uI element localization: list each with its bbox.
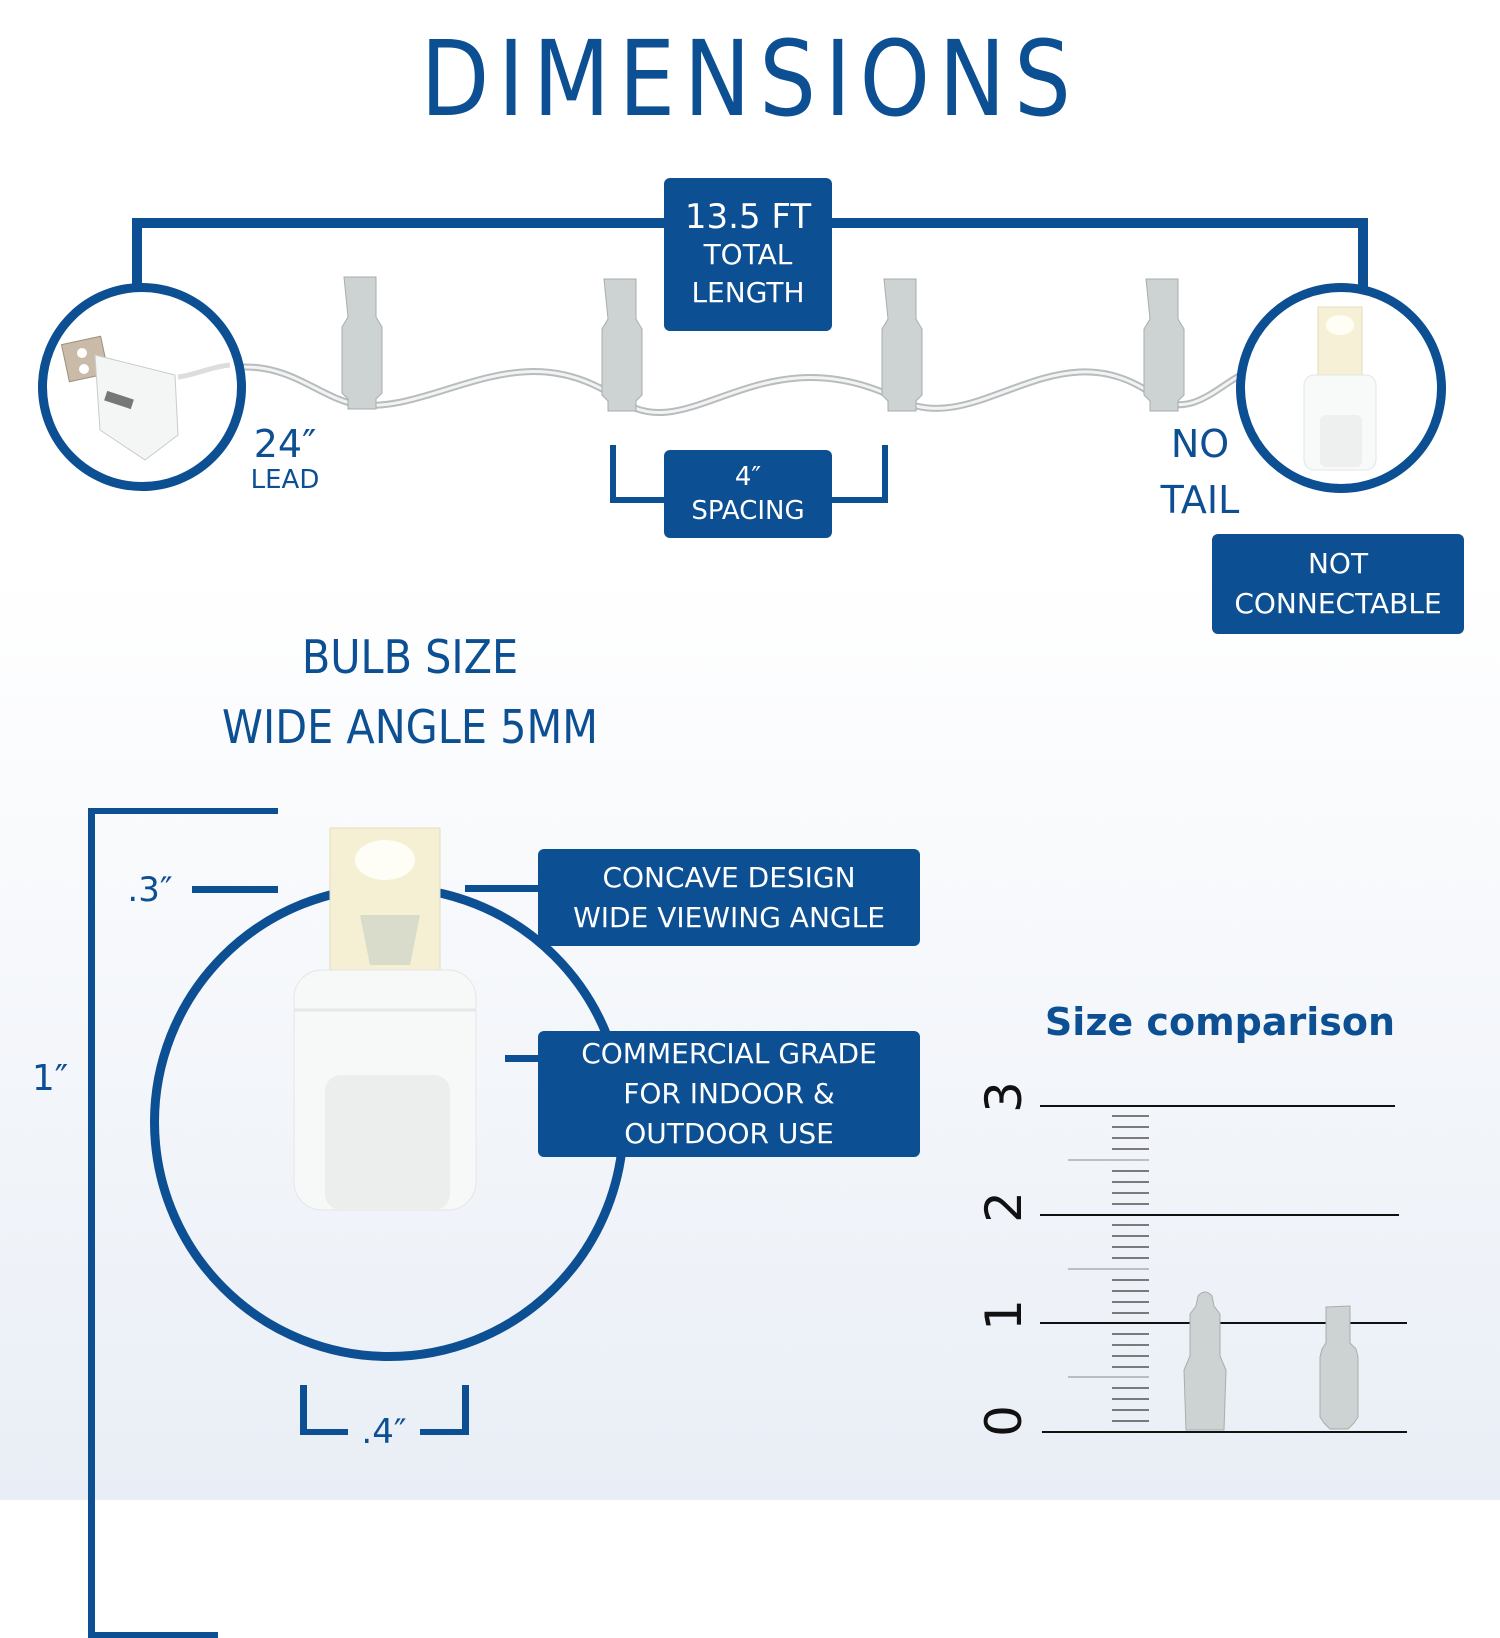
callout1-leader	[465, 885, 540, 892]
lens-dimension-line	[192, 886, 278, 893]
spacing-bracket-left	[610, 445, 616, 503]
spacing-badge: 4″ SPACING	[664, 450, 832, 538]
tail-label-line1: NO	[1170, 422, 1230, 466]
height-bracket-top	[88, 808, 278, 814]
callout2-line3: OUTDOOR USE	[624, 1117, 834, 1150]
concave-design-callout: CONCAVE DESIGN WIDE VIEWING ANGLE	[538, 849, 920, 946]
ruler-line-0	[1042, 1431, 1407, 1433]
spacing-value: 4″	[734, 462, 762, 492]
height-bracket-bottom	[88, 1632, 218, 1638]
total-length-badge: 13.5 FT TOTAL LENGTH	[664, 178, 832, 331]
bulb-size-heading: BULB SIZE	[301, 630, 519, 684]
total-length-value: 13.5 FT	[684, 196, 812, 237]
commercial-grade-callout: COMMERCIAL GRADE FOR INDOOR & OUTDOOR US…	[538, 1031, 920, 1157]
comparison-bulb-mini-icon	[1183, 1291, 1227, 1431]
width-bracket-bottom-right	[420, 1429, 469, 1435]
tail-label-line2: TAIL	[1160, 478, 1240, 522]
plug-icon	[60, 335, 230, 461]
end-bulb-ring-stem	[1358, 270, 1368, 290]
axis-label-3: 3	[974, 1081, 1033, 1113]
spacing-label: SPACING	[691, 496, 805, 526]
comparison-bulb-5mm-icon	[1319, 1305, 1359, 1430]
height-dimension: 1″	[31, 1058, 69, 1099]
length-bracket-right	[1358, 218, 1368, 288]
callout1-line1: CONCAVE DESIGN	[602, 860, 856, 894]
callout1-line2: WIDE VIEWING ANGLE	[573, 900, 885, 934]
ruler-line-1	[1040, 1322, 1407, 1324]
not-connectable-line1: NOT	[1307, 547, 1369, 580]
lens-dimension: .3″	[127, 870, 173, 910]
size-comparison-title: Size comparison	[1044, 1000, 1396, 1044]
total-length-line1: TOTAL	[703, 237, 793, 271]
string-bulb-icon	[1143, 278, 1185, 412]
width-bracket-right	[462, 1385, 469, 1435]
width-bracket-left	[300, 1385, 307, 1435]
end-bulb-photo-icon	[1303, 306, 1377, 471]
lead-label: LEAD	[250, 465, 320, 495]
ruler-line-3	[1040, 1105, 1395, 1107]
length-bracket-left	[132, 218, 142, 288]
ruler-line-2	[1040, 1214, 1399, 1216]
callout2-line1: COMMERCIAL GRADE	[581, 1037, 877, 1070]
not-connectable-line2: CONNECTABLE	[1234, 587, 1442, 620]
width-bracket-bottom-left	[300, 1429, 348, 1435]
spacing-bracket-right	[882, 445, 888, 503]
string-bulb-icon	[341, 276, 383, 410]
width-dimension: .4″	[361, 1412, 407, 1452]
axis-label-0: 0	[974, 1405, 1033, 1437]
total-length-line2: LENGTH	[691, 275, 805, 309]
lead-length-value: 24″	[253, 422, 317, 466]
not-connectable-badge: NOT CONNECTABLE	[1212, 534, 1464, 634]
string-bulb-icon	[601, 278, 643, 412]
ruler-ticks	[1068, 1115, 1149, 1422]
axis-label-1: 1	[974, 1299, 1033, 1331]
height-bracket-vertical	[88, 808, 95, 1638]
bulb-photo-icon	[293, 827, 477, 1211]
page-title: DIMENSIONS	[420, 18, 1080, 140]
callout2-line2: FOR INDOOR &	[623, 1077, 835, 1110]
callout2-leader	[505, 1055, 540, 1062]
bulb-type-heading: WIDE ANGLE 5MM	[222, 700, 598, 754]
string-bulb-icon	[881, 278, 923, 412]
axis-label-2: 2	[974, 1191, 1033, 1223]
